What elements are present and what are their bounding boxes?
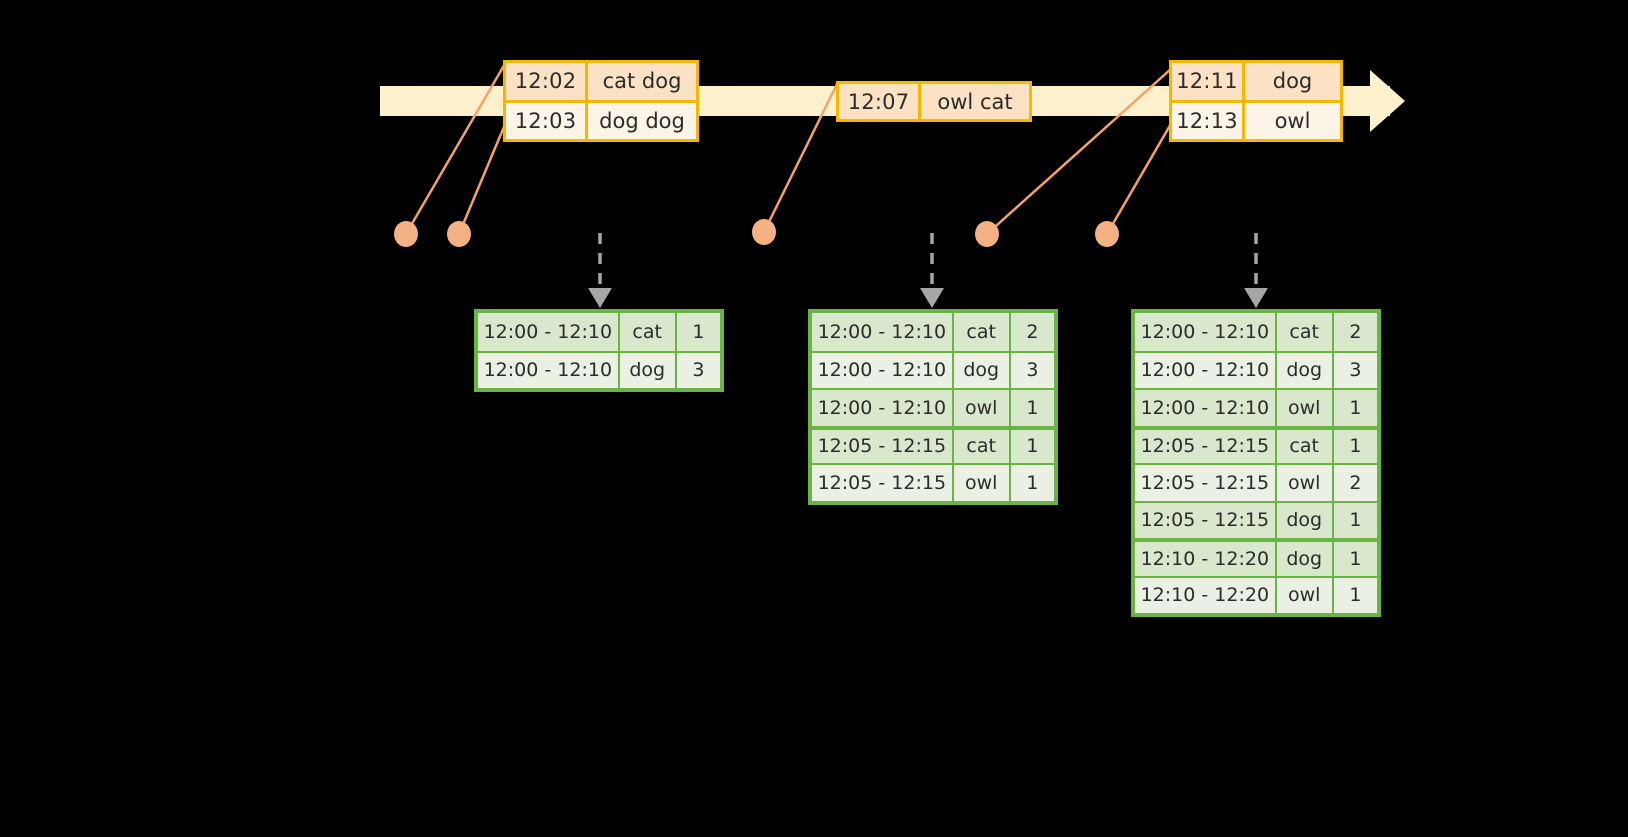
cell-window: 12:00 - 12:10 xyxy=(1135,313,1277,351)
cell-window: 12:05 - 12:15 xyxy=(1135,429,1277,463)
cell-word: dog xyxy=(1277,352,1334,388)
cell-window: 12:00 - 12:10 xyxy=(1135,352,1277,388)
cell-count: 1 xyxy=(1026,471,1039,494)
cell-word: owl xyxy=(1277,577,1334,613)
cell-word: dog xyxy=(1277,502,1334,538)
event-marker-3 xyxy=(752,219,776,245)
event-words: owl cat xyxy=(937,89,1013,114)
event-words: dog dog xyxy=(599,108,685,133)
event-time: 12:11 xyxy=(1172,63,1245,100)
cell-word: cat xyxy=(954,313,1011,351)
cell-count: 3 xyxy=(692,359,705,382)
cell-word: cat xyxy=(1277,429,1334,463)
cell-count: 3 xyxy=(1349,359,1362,382)
cell-window: 12:05 - 12:15 xyxy=(812,465,954,501)
cell-window: 12:00 - 12:10 xyxy=(1135,390,1277,426)
cell-count: 2 xyxy=(1349,471,1362,494)
event-box-2[interactable]: 12:07 owl cat xyxy=(836,81,1032,122)
cell-window: 12:00 - 12:10 xyxy=(812,313,954,351)
event-row: 12:02 cat dog xyxy=(506,63,696,100)
cell-count: 1 xyxy=(1349,584,1362,607)
event-words: owl xyxy=(1274,108,1311,133)
cell-window: 12:00 - 12:10 xyxy=(478,313,620,351)
event-marker-4 xyxy=(975,221,999,247)
cell-word: owl xyxy=(954,390,1011,426)
event-marker-1 xyxy=(394,221,418,247)
cell-word: cat xyxy=(1277,313,1334,351)
cell-word: owl xyxy=(1277,390,1334,426)
cell-window: 12:00 - 12:10 xyxy=(478,352,620,388)
cell-word: dog xyxy=(1277,542,1334,576)
emit-arrows xyxy=(588,233,1268,308)
event-time: 12:02 xyxy=(506,63,588,100)
event-time: 12:03 xyxy=(506,102,588,139)
cell-count: 3 xyxy=(1026,359,1039,382)
cell-window: 12:00 - 12:10 xyxy=(812,352,954,388)
cell-count: 1 xyxy=(1349,396,1362,419)
cell-count: 1 xyxy=(1349,509,1362,532)
cell-window: 12:10 - 12:20 xyxy=(1135,542,1277,576)
cell-window: 12:10 - 12:20 xyxy=(1135,577,1277,613)
event-row: 12:07 owl cat xyxy=(839,84,1029,119)
cell-count: 1 xyxy=(1349,435,1362,458)
cell-word: dog xyxy=(954,352,1011,388)
cell-word: dog xyxy=(620,352,677,388)
cell-word: owl xyxy=(954,465,1011,501)
event-time: 12:07 xyxy=(839,84,921,119)
event-time: 12:13 xyxy=(1172,102,1245,139)
cell-count: 1 xyxy=(1026,435,1039,458)
event-marker-5 xyxy=(1095,221,1119,247)
cell-window: 12:05 - 12:15 xyxy=(812,429,954,463)
event-row: 12:11 dog xyxy=(1172,63,1340,100)
event-words: cat dog xyxy=(602,69,682,94)
cell-word: cat xyxy=(954,429,1011,463)
cell-window: 12:05 - 12:15 xyxy=(1135,502,1277,538)
cell-word: owl xyxy=(1277,465,1334,501)
event-row: 12:13 owl xyxy=(1172,99,1340,139)
cell-count: 1 xyxy=(1026,396,1039,419)
event-row: 12:03 dog dog xyxy=(506,99,696,139)
emit-arrow-3 xyxy=(1244,233,1268,308)
event-words: dog xyxy=(1272,69,1313,94)
cell-window: 12:00 - 12:10 xyxy=(812,390,954,426)
emit-arrow-2 xyxy=(920,233,944,308)
cell-count: 2 xyxy=(1349,320,1362,343)
event-box-3[interactable]: 12:11 dog 12:13 owl xyxy=(1169,60,1343,142)
cell-count: 1 xyxy=(692,320,705,343)
event-markers xyxy=(394,219,1119,247)
event-box-1[interactable]: 12:02 cat dog 12:03 dog dog xyxy=(503,60,699,142)
cell-window: 12:05 - 12:15 xyxy=(1135,465,1277,501)
cell-count: 1 xyxy=(1349,547,1362,570)
cell-count: 2 xyxy=(1026,320,1039,343)
event-marker-2 xyxy=(447,221,471,247)
cell-word: cat xyxy=(620,313,677,351)
emit-arrow-1 xyxy=(588,233,612,308)
